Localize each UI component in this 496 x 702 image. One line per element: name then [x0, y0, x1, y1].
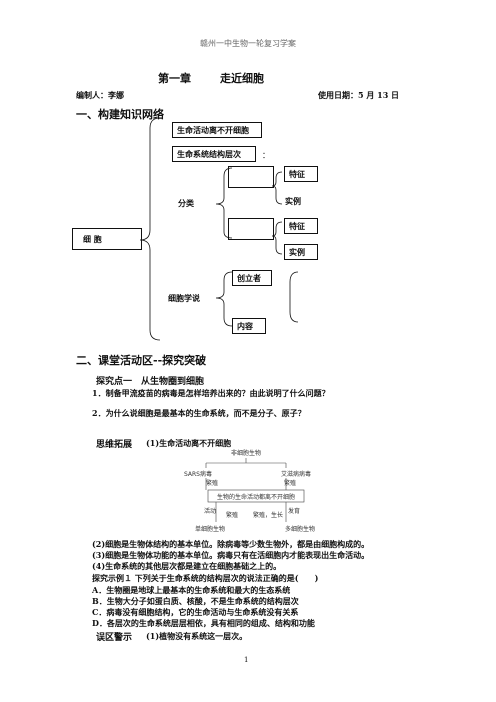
diagram-center: 生物的生命活动都离不开细胞 — [217, 493, 295, 501]
map-example-1: 实例 — [285, 196, 301, 206]
usage-date: 使用日期：5 月 13 日 — [318, 90, 400, 100]
map-structural-levels: 生命系统结构层次 — [172, 146, 256, 162]
map-feature-2: 特征 — [284, 218, 318, 234]
point-3: (3)细胞是生物体功能的基本单位。病毒只有在活细胞内才能表现出生命活动。 — [92, 550, 370, 560]
diagram-single-cell: 单细胞生物 — [195, 525, 225, 533]
explore-point-1: 探究点一 从生物圈到细胞 — [96, 377, 205, 387]
diagram-aids: 艾滋病病毒 — [281, 470, 311, 478]
map-blank-box-2 — [228, 218, 274, 240]
diagram-noncellular: 非细胞生物 — [231, 449, 261, 457]
map-classification: 分类 — [178, 198, 194, 208]
point-4: (4)生命系统的其他层次都是建立在细胞基础之上的。 — [92, 561, 282, 571]
diagram-repro-bottom2: 繁殖，生长 — [253, 511, 283, 519]
diagram-sars: SARS病毒 — [184, 470, 212, 478]
map-blank-box-1 — [228, 166, 274, 188]
author: 编制人：李娜 — [76, 90, 124, 100]
diagram-develop: 发育 — [288, 507, 300, 515]
map-colon: ： — [262, 151, 270, 160]
map-cell-theory: 细胞学说 — [168, 293, 200, 303]
chapter-title: 走近细胞 — [220, 72, 264, 85]
option-c: C．病毒没有细胞结构，它的生命活动与生命系统没有关系 — [92, 607, 299, 617]
option-a: A．生物圈是地球上最基本的生命系统和最大的生态系统 — [92, 585, 291, 595]
section-classroom: 二、课堂活动区--探究突破 — [76, 354, 207, 367]
map-feature-1: 特征 — [284, 166, 318, 182]
map-content: 内容 — [232, 318, 266, 334]
warning-label: 误区警示 — [96, 633, 133, 643]
think-label: 思维拓展 — [96, 440, 133, 450]
map-founder: 创立者 — [232, 270, 272, 286]
diagram-repro-bottom1: 繁殖 — [226, 511, 238, 519]
option-d: D．各层次的生命系统层层相依，具有相同的组成、结构和功能 — [92, 618, 315, 628]
diagram-repro-left: 繁殖 — [206, 479, 218, 487]
map-example-2: 实例 — [284, 244, 318, 260]
warning-item-1: (1)植物没有系统这一层次。 — [146, 631, 248, 641]
think-item-1: (1)生命活动离不开细胞 — [146, 438, 232, 448]
diagram-repro-right: 繁殖 — [284, 479, 296, 487]
question-2: 2．为什么说细胞是最基本的生命系统，而不是分子、原子？ — [92, 408, 306, 418]
page-header: 赣州一中生物一轮复习学案 — [200, 39, 296, 48]
question-1: 1．制备甲流疫苗的病毒是怎样培养出来的？由此说明了什么问题？ — [92, 388, 330, 398]
page-number: 1 — [244, 656, 249, 664]
diagram-activity: 活动 — [204, 507, 216, 515]
diagram-multi-cell: 多细胞生物 — [285, 525, 315, 533]
option-b: B．生物大分子如蛋白质、核酸，不是生命系统的结构层次 — [92, 596, 299, 606]
chapter-number: 第一章 — [158, 72, 191, 85]
section-knowledge-map: 一、构建知识网络 — [76, 108, 164, 121]
point-2: (2)细胞是生物体结构的基本单位。除病毒等少数生物外，都是由细胞构成的。 — [92, 539, 370, 549]
map-root-cell: 细 胞 — [72, 228, 142, 250]
example-question: 探究示例１ 下列关于生命系统的结构层次的说法正确的是( ) — [92, 573, 319, 583]
map-life-activity: 生命活动离不开细胞 — [172, 122, 262, 138]
